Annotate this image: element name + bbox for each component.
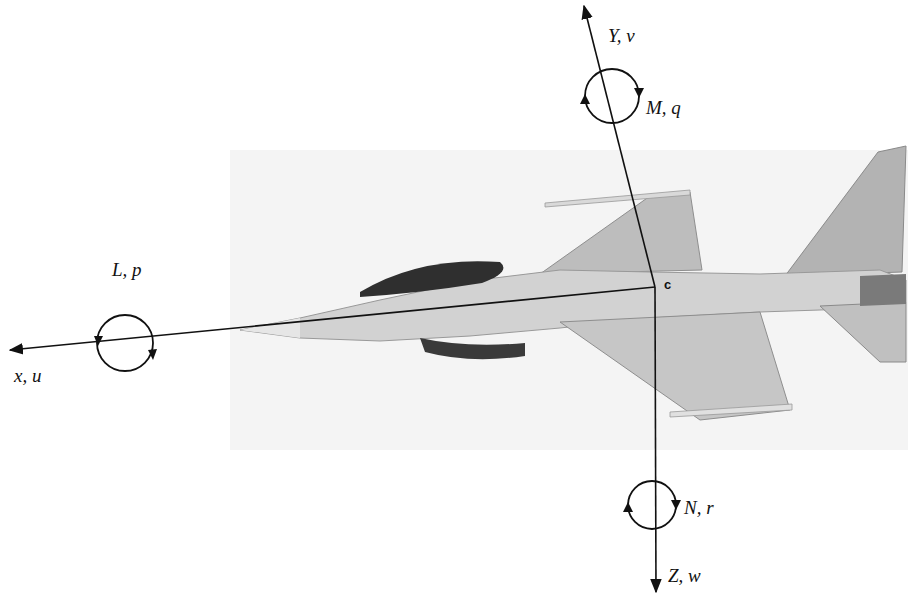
rotation-arrow	[580, 94, 590, 104]
z-axis	[655, 287, 656, 592]
moment-label: M, q	[646, 98, 681, 119]
rotation-arrow	[671, 500, 681, 510]
vertical-tail	[785, 146, 906, 276]
axis-label: Z, w	[668, 566, 701, 587]
intake	[420, 338, 525, 359]
rotation-arrow	[623, 502, 633, 512]
axis-label: x, u	[14, 366, 41, 387]
rotation-circle	[585, 69, 639, 123]
axis-label: Y, v	[608, 26, 635, 47]
canopy	[360, 261, 503, 297]
moment-label: L, p	[112, 260, 142, 281]
x-axis	[10, 287, 655, 350]
nozzle	[860, 274, 906, 306]
stabilizer	[820, 302, 906, 362]
rotation-circle	[97, 315, 153, 371]
wingtip-missile	[545, 190, 690, 207]
wingtip-missile	[670, 404, 792, 417]
rotation-arrow	[148, 349, 157, 360]
rotation-arrow	[94, 336, 103, 346]
rotation-circle	[628, 481, 676, 529]
nose	[240, 318, 300, 338]
y-axis	[584, 6, 655, 287]
photo-ground	[230, 150, 908, 450]
moment-label: N, r	[684, 498, 714, 519]
rotation-arrow	[634, 88, 644, 98]
center-label: c	[664, 278, 671, 292]
near-wing	[560, 312, 790, 420]
